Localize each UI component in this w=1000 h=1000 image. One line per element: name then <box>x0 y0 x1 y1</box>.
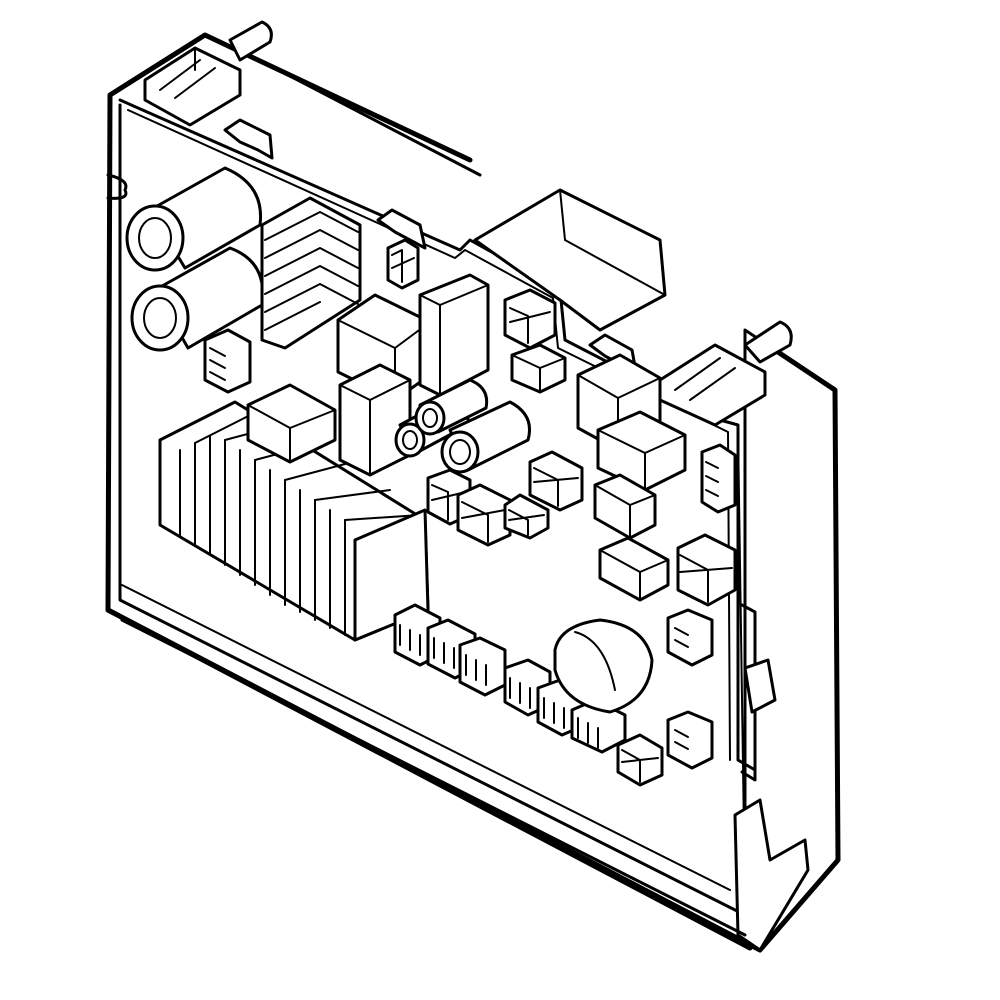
connectors-2x2 <box>386 238 737 787</box>
connector-e <box>456 483 512 547</box>
heatsink-small <box>260 196 362 350</box>
connector-a <box>386 238 420 290</box>
connector-c <box>510 343 567 394</box>
connector-b <box>503 288 557 350</box>
buzzer <box>553 618 654 714</box>
relay-2 <box>418 273 490 397</box>
relay-4 <box>246 383 337 464</box>
connector-i <box>616 733 664 787</box>
connector-h <box>676 533 737 607</box>
small-capacitors <box>394 378 531 474</box>
relay-7 <box>593 473 657 540</box>
relay-6 <box>596 410 687 492</box>
relay-3 <box>338 363 412 477</box>
housing-front-lip <box>105 607 753 951</box>
capacitor-top <box>125 166 263 272</box>
capacitor-bottom <box>130 246 265 352</box>
relay-8 <box>598 536 670 602</box>
connector-g <box>528 450 584 512</box>
mounting-post-left <box>143 20 273 127</box>
connector-f <box>503 493 550 540</box>
side-connectors <box>203 328 737 770</box>
